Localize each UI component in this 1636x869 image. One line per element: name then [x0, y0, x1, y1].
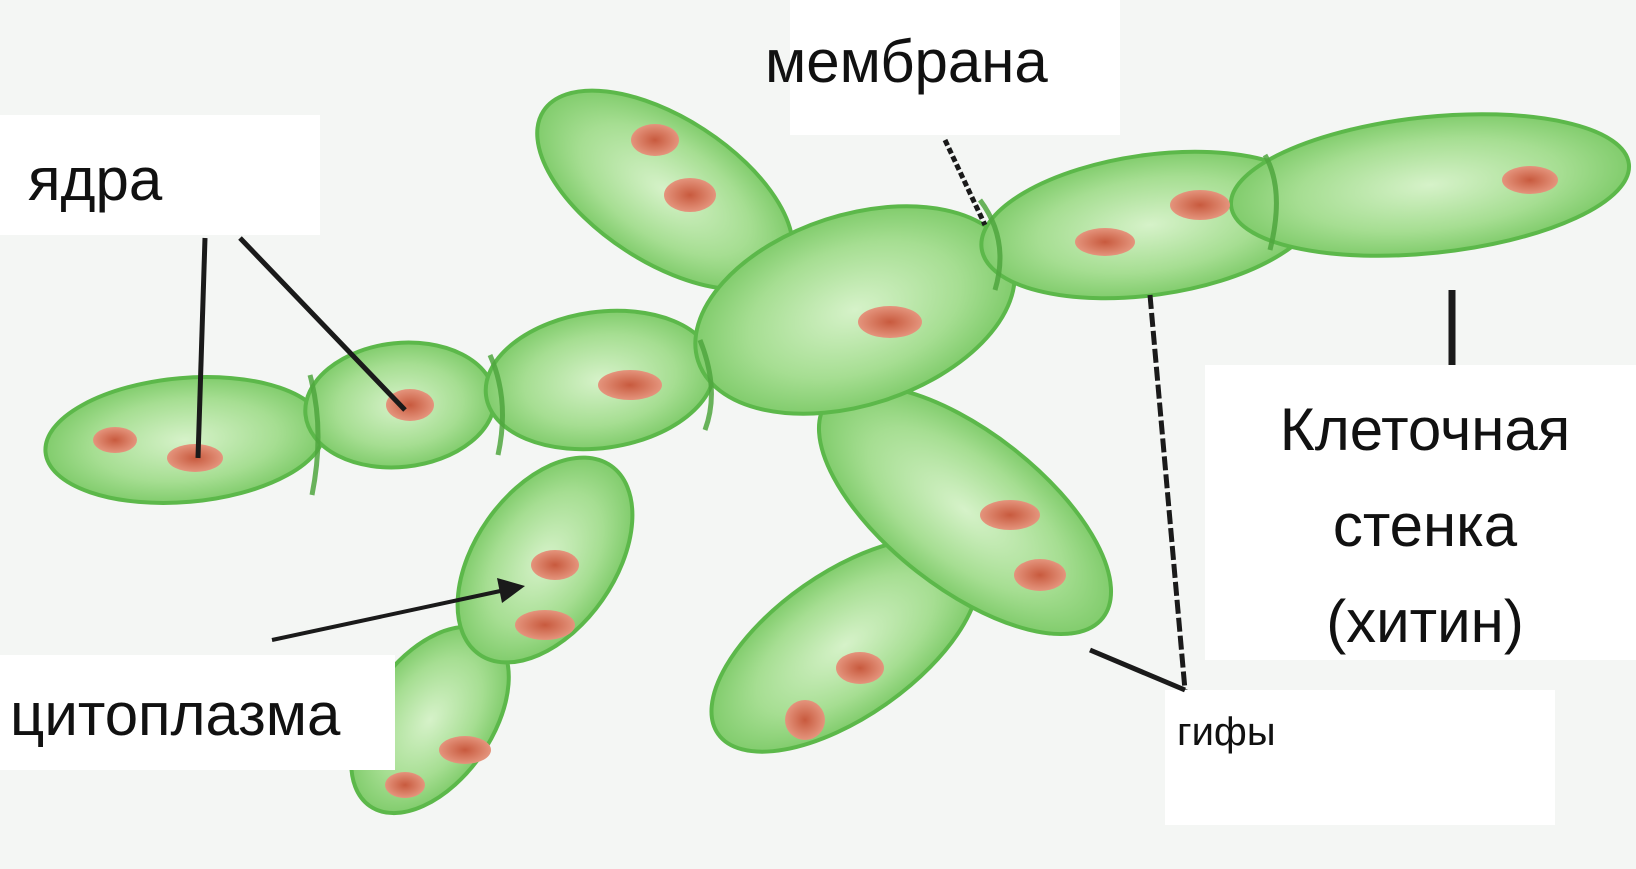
- nucleus: [664, 178, 716, 212]
- nucleus: [785, 700, 825, 740]
- nucleus: [167, 444, 223, 472]
- label-cell-wall-line1: Клеточная: [1225, 382, 1625, 478]
- label-membrane: мембрана: [765, 32, 1048, 92]
- nucleus: [531, 550, 579, 580]
- label-cytoplasm: цитоплазма: [10, 685, 340, 745]
- nucleus: [598, 370, 662, 400]
- label-cell-wall: Клеточная стенка (хитин): [1225, 382, 1625, 670]
- nucleus: [1170, 190, 1230, 220]
- nucleus: [980, 500, 1040, 530]
- nucleus: [1075, 228, 1135, 256]
- nucleus: [1014, 559, 1066, 591]
- nucleus: [515, 610, 575, 640]
- label-cell-wall-line2: стенка: [1225, 478, 1625, 574]
- nucleus: [385, 772, 425, 798]
- label-nuclei: ядра: [28, 150, 162, 210]
- label-hyphae: гифы: [1177, 712, 1276, 752]
- nucleus: [858, 306, 922, 338]
- nucleus: [93, 427, 137, 453]
- nucleus: [836, 652, 884, 684]
- nucleus: [1502, 166, 1558, 194]
- nucleus: [439, 736, 491, 764]
- nucleus: [631, 124, 679, 156]
- label-cell-wall-line3: (хитин): [1225, 574, 1625, 670]
- nucleus: [386, 389, 434, 421]
